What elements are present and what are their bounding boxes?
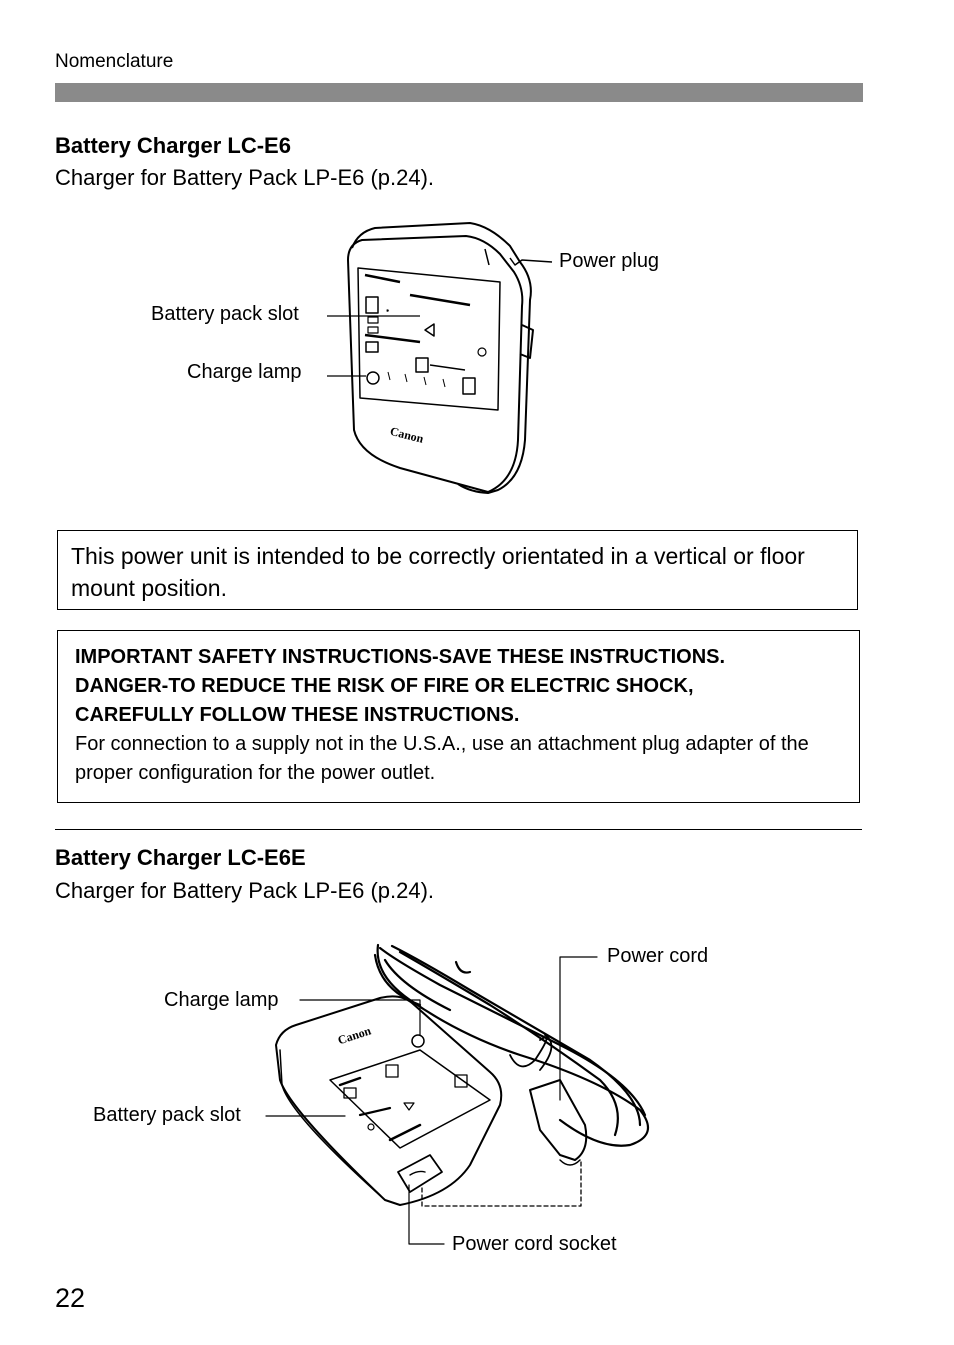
- lce6e-title: Battery Charger LC-E6E: [55, 845, 306, 870]
- safety-line-3: CAREFULLY FOLLOW THESE INSTRUCTIONS.: [75, 704, 520, 726]
- lce6-subtitle: Charger for Battery Pack LP-E6 (p.24).: [55, 165, 435, 190]
- callout-power-plug: Power plug: [559, 250, 660, 272]
- safety-instructions: IMPORTANT SAFETY INSTRUCTIONS-SAVE THESE…: [57, 630, 860, 803]
- section-divider: [55, 829, 862, 830]
- safety-body: For connection to a supply not in the U.…: [75, 733, 809, 784]
- safety-line-2: DANGER-TO REDUCE THE RISK OF FIRE OR ELE…: [75, 675, 694, 697]
- callout-charge-lamp-2: Charge lamp: [164, 989, 279, 1011]
- safety-line-1: IMPORTANT SAFETY INSTRUCTIONS-SAVE THESE…: [75, 646, 726, 668]
- callout-charge-lamp: Charge lamp: [187, 361, 302, 383]
- page-number: 22: [55, 1283, 86, 1313]
- canon-logo-top: Canon: [388, 424, 426, 446]
- lce6-title: Battery Charger LC-E6: [55, 133, 291, 158]
- svg-text:✱: ✱: [386, 308, 390, 313]
- lce6e-subtitle: Charger for Battery Pack LP-E6 (p.24).: [55, 878, 435, 903]
- orientation-note: This power unit is intended to be correc…: [57, 530, 858, 610]
- canon-logo-bottom: Canon: [336, 1023, 373, 1048]
- callout-battery-slot: Battery pack slot: [151, 303, 299, 325]
- callout-cord-socket: Power cord socket: [452, 1233, 617, 1255]
- section-label: Nomenclature: [55, 51, 174, 72]
- callout-battery-slot-2: Battery pack slot: [93, 1104, 241, 1126]
- header-bar: [55, 83, 863, 102]
- callout-power-cord: Power cord: [607, 945, 709, 967]
